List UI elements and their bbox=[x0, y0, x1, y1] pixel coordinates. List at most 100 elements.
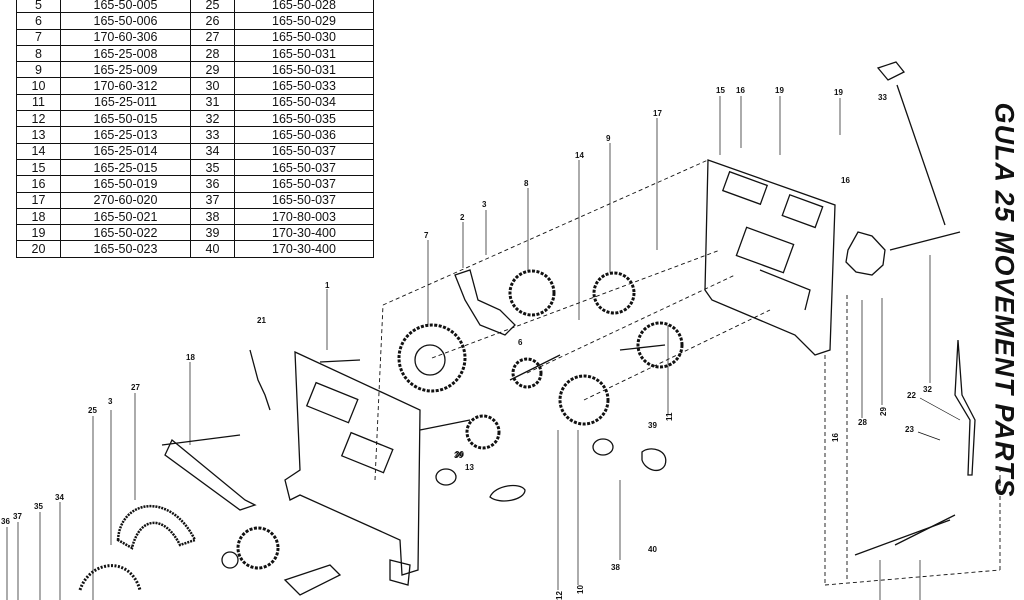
assembly-line bbox=[431, 249, 721, 359]
part-code: 165-50-021 bbox=[60, 207, 191, 226]
callout-label: 19 bbox=[775, 86, 784, 95]
callout-label: 11 bbox=[665, 412, 674, 421]
gear-9 bbox=[592, 271, 636, 315]
callout-label: 30 bbox=[455, 450, 464, 459]
arbor bbox=[419, 419, 471, 431]
assembly-line bbox=[374, 304, 384, 481]
callout-label: 27 bbox=[131, 383, 140, 392]
callout-label: 15 bbox=[716, 86, 725, 95]
leader-line bbox=[917, 431, 941, 441]
gear-front-large bbox=[236, 526, 280, 570]
part-code: 170-80-003 bbox=[234, 207, 374, 226]
callout-label: 16 bbox=[831, 433, 840, 442]
lever-bottom bbox=[283, 564, 342, 596]
gear-10 bbox=[558, 374, 610, 426]
callout-label: 12 bbox=[555, 591, 564, 600]
part-code: 165-50-037 bbox=[234, 191, 374, 209]
part-code: 165-50-031 bbox=[234, 61, 374, 79]
part-code: 165-50-023 bbox=[60, 240, 191, 258]
front-plate-tab bbox=[389, 559, 411, 586]
arbor bbox=[161, 434, 241, 446]
rear-plate-window bbox=[721, 170, 769, 206]
part-code: 165-50-034 bbox=[234, 93, 374, 112]
callout-label: 28 bbox=[858, 418, 867, 427]
spring-40 bbox=[641, 448, 667, 472]
rear-plate bbox=[704, 159, 836, 356]
callout-label: 34 bbox=[55, 493, 64, 502]
callout-label: 35 bbox=[34, 502, 43, 511]
assembly-line bbox=[526, 274, 736, 374]
callout-label: 21 bbox=[257, 316, 266, 325]
assembly-line bbox=[382, 159, 709, 306]
part-code: 270-60-020 bbox=[60, 191, 191, 209]
callout-label: 16 bbox=[736, 86, 745, 95]
part-code: 165-50-030 bbox=[234, 28, 374, 46]
leader-line bbox=[919, 397, 961, 421]
gear-13 bbox=[465, 414, 501, 450]
star-wheel-28 bbox=[845, 231, 886, 276]
spring-bottom bbox=[489, 484, 526, 502]
side-title: GULA 25 MOVEMENT PARTS bbox=[989, 102, 1020, 498]
part-code: 165-25-013 bbox=[60, 126, 191, 144]
callout-label: 6 bbox=[518, 338, 523, 347]
callout-label: 18 bbox=[186, 353, 195, 362]
wire-33 bbox=[896, 84, 946, 226]
gear-front-small bbox=[221, 551, 239, 569]
part-number: 31 bbox=[190, 93, 235, 112]
callout-label: 9 bbox=[606, 134, 611, 143]
gear-6 bbox=[511, 357, 543, 389]
callout-label: 17 bbox=[653, 109, 662, 118]
washer-39 bbox=[592, 438, 614, 456]
part-number: 16 bbox=[16, 175, 61, 193]
arbor bbox=[889, 231, 961, 251]
washer-30 bbox=[435, 468, 457, 486]
part-number: 30 bbox=[190, 77, 235, 95]
front-plate bbox=[284, 350, 421, 576]
callout-label: 3 bbox=[482, 200, 487, 209]
callout-label: 38 bbox=[611, 563, 620, 572]
gear-7-hub bbox=[414, 344, 446, 376]
part-code: 165-50-035 bbox=[234, 110, 374, 128]
callout-label: 39 bbox=[454, 451, 463, 460]
rear-plate-window bbox=[735, 226, 795, 274]
part-code: 165-25-011 bbox=[60, 93, 191, 112]
callout-label: 2 bbox=[460, 213, 465, 222]
gear-8 bbox=[508, 269, 556, 317]
callout-label: 1 bbox=[325, 281, 330, 290]
part-code: 165-50-029 bbox=[234, 12, 374, 30]
callout-label: 25 bbox=[88, 406, 97, 415]
rear-plate-window bbox=[781, 194, 824, 229]
callout-label: 22 bbox=[907, 391, 916, 400]
gear-7 bbox=[397, 323, 467, 393]
callout-label: 40 bbox=[648, 545, 657, 554]
callout-label: 3 bbox=[108, 397, 113, 406]
arbor bbox=[509, 354, 561, 381]
part-code: 170-30-400 bbox=[234, 224, 374, 242]
callout-label: 36 bbox=[1, 517, 10, 526]
callout-label: 39 bbox=[648, 421, 657, 430]
part-number: 32 bbox=[190, 110, 235, 128]
callout-label: 14 bbox=[575, 151, 584, 160]
lever-2 bbox=[454, 269, 516, 336]
callout-label: 33 bbox=[878, 93, 887, 102]
lever-18 bbox=[164, 438, 257, 511]
callout-label: 13 bbox=[465, 463, 474, 472]
part-code: 165-50-022 bbox=[60, 224, 191, 242]
lever-22 bbox=[954, 339, 976, 476]
part-number: 40 bbox=[190, 240, 235, 258]
assembly-line bbox=[824, 569, 1001, 586]
callout-label: 23 bbox=[905, 425, 914, 434]
rear-plate-slot bbox=[759, 269, 811, 311]
